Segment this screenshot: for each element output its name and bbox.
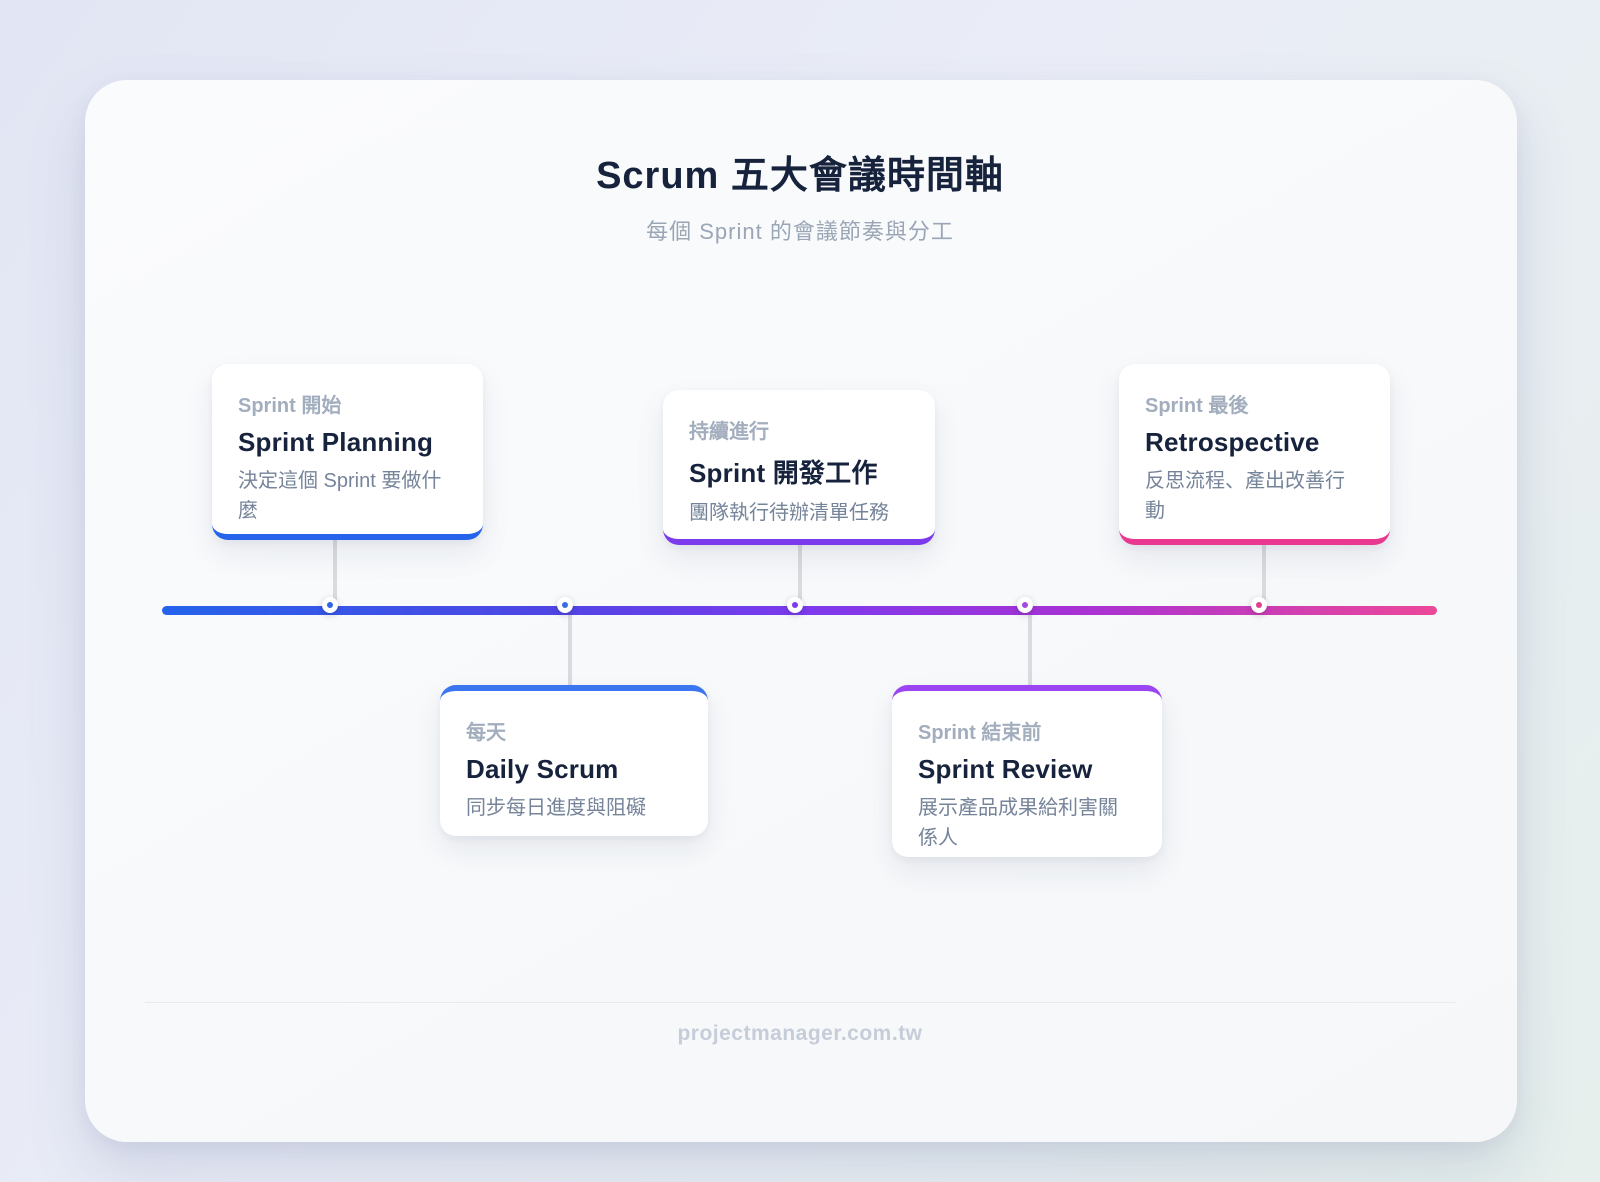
step-description: 反思流程、產出改善行動 [1145, 470, 1345, 522]
step-label: 持續進行 [689, 421, 769, 443]
step-card-sprint-planning: Sprint 開始 Sprint Planning 決定這個 Sprint 要做… [212, 364, 483, 540]
step-title: Sprint Review [918, 754, 1093, 784]
step-description: 決定這個 Sprint 要做什麼 [238, 470, 442, 522]
footer-watermark: projectmanager.com.tw [677, 1022, 923, 1045]
connector-line [798, 543, 802, 608]
step-label: Sprint 結束前 [918, 722, 1042, 744]
connector-line [1028, 612, 1032, 689]
timeline-dot-sprint-planning [322, 597, 338, 613]
timeline-dot-sprint-development [787, 597, 803, 613]
step-title: Retrospective [1145, 427, 1320, 457]
step-description: 同步每日進度與阻礙 [466, 797, 646, 819]
page-subtitle: 每個 Sprint 的會議節奏與分工 [646, 219, 954, 244]
timeline-dot-daily-scrum [557, 597, 573, 613]
step-label: Sprint 開始 [238, 395, 342, 417]
connector-line [568, 612, 572, 690]
footer-divider [145, 1002, 1455, 1003]
step-title: Sprint 開發工作 [689, 458, 878, 488]
page-title: Scrum 五大會議時間軸 [596, 155, 1004, 197]
step-label: 每天 [466, 722, 506, 744]
connector-line [1262, 543, 1266, 608]
timeline-dot-retrospective [1251, 597, 1267, 613]
step-card-retrospective: Sprint 最後 Retrospective 反思流程、產出改善行動 [1119, 364, 1390, 545]
step-card-sprint-development: 持續進行 Sprint 開發工作 團隊執行待辦清單任務 [663, 390, 935, 545]
step-label: Sprint 最後 [1145, 395, 1249, 417]
connector-line [333, 538, 337, 608]
step-description: 展示產品成果給利害關係人 [918, 797, 1118, 849]
step-description: 團隊執行待辦清單任務 [689, 502, 889, 524]
timeline-dot-sprint-review [1017, 597, 1033, 613]
step-card-sprint-review: Sprint 結束前 Sprint Review 展示產品成果給利害關係人 [892, 685, 1162, 857]
step-card-daily-scrum: 每天 Daily Scrum 同步每日進度與阻礙 [440, 685, 708, 836]
step-title: Sprint Planning [238, 427, 434, 457]
step-title: Daily Scrum [466, 754, 619, 784]
